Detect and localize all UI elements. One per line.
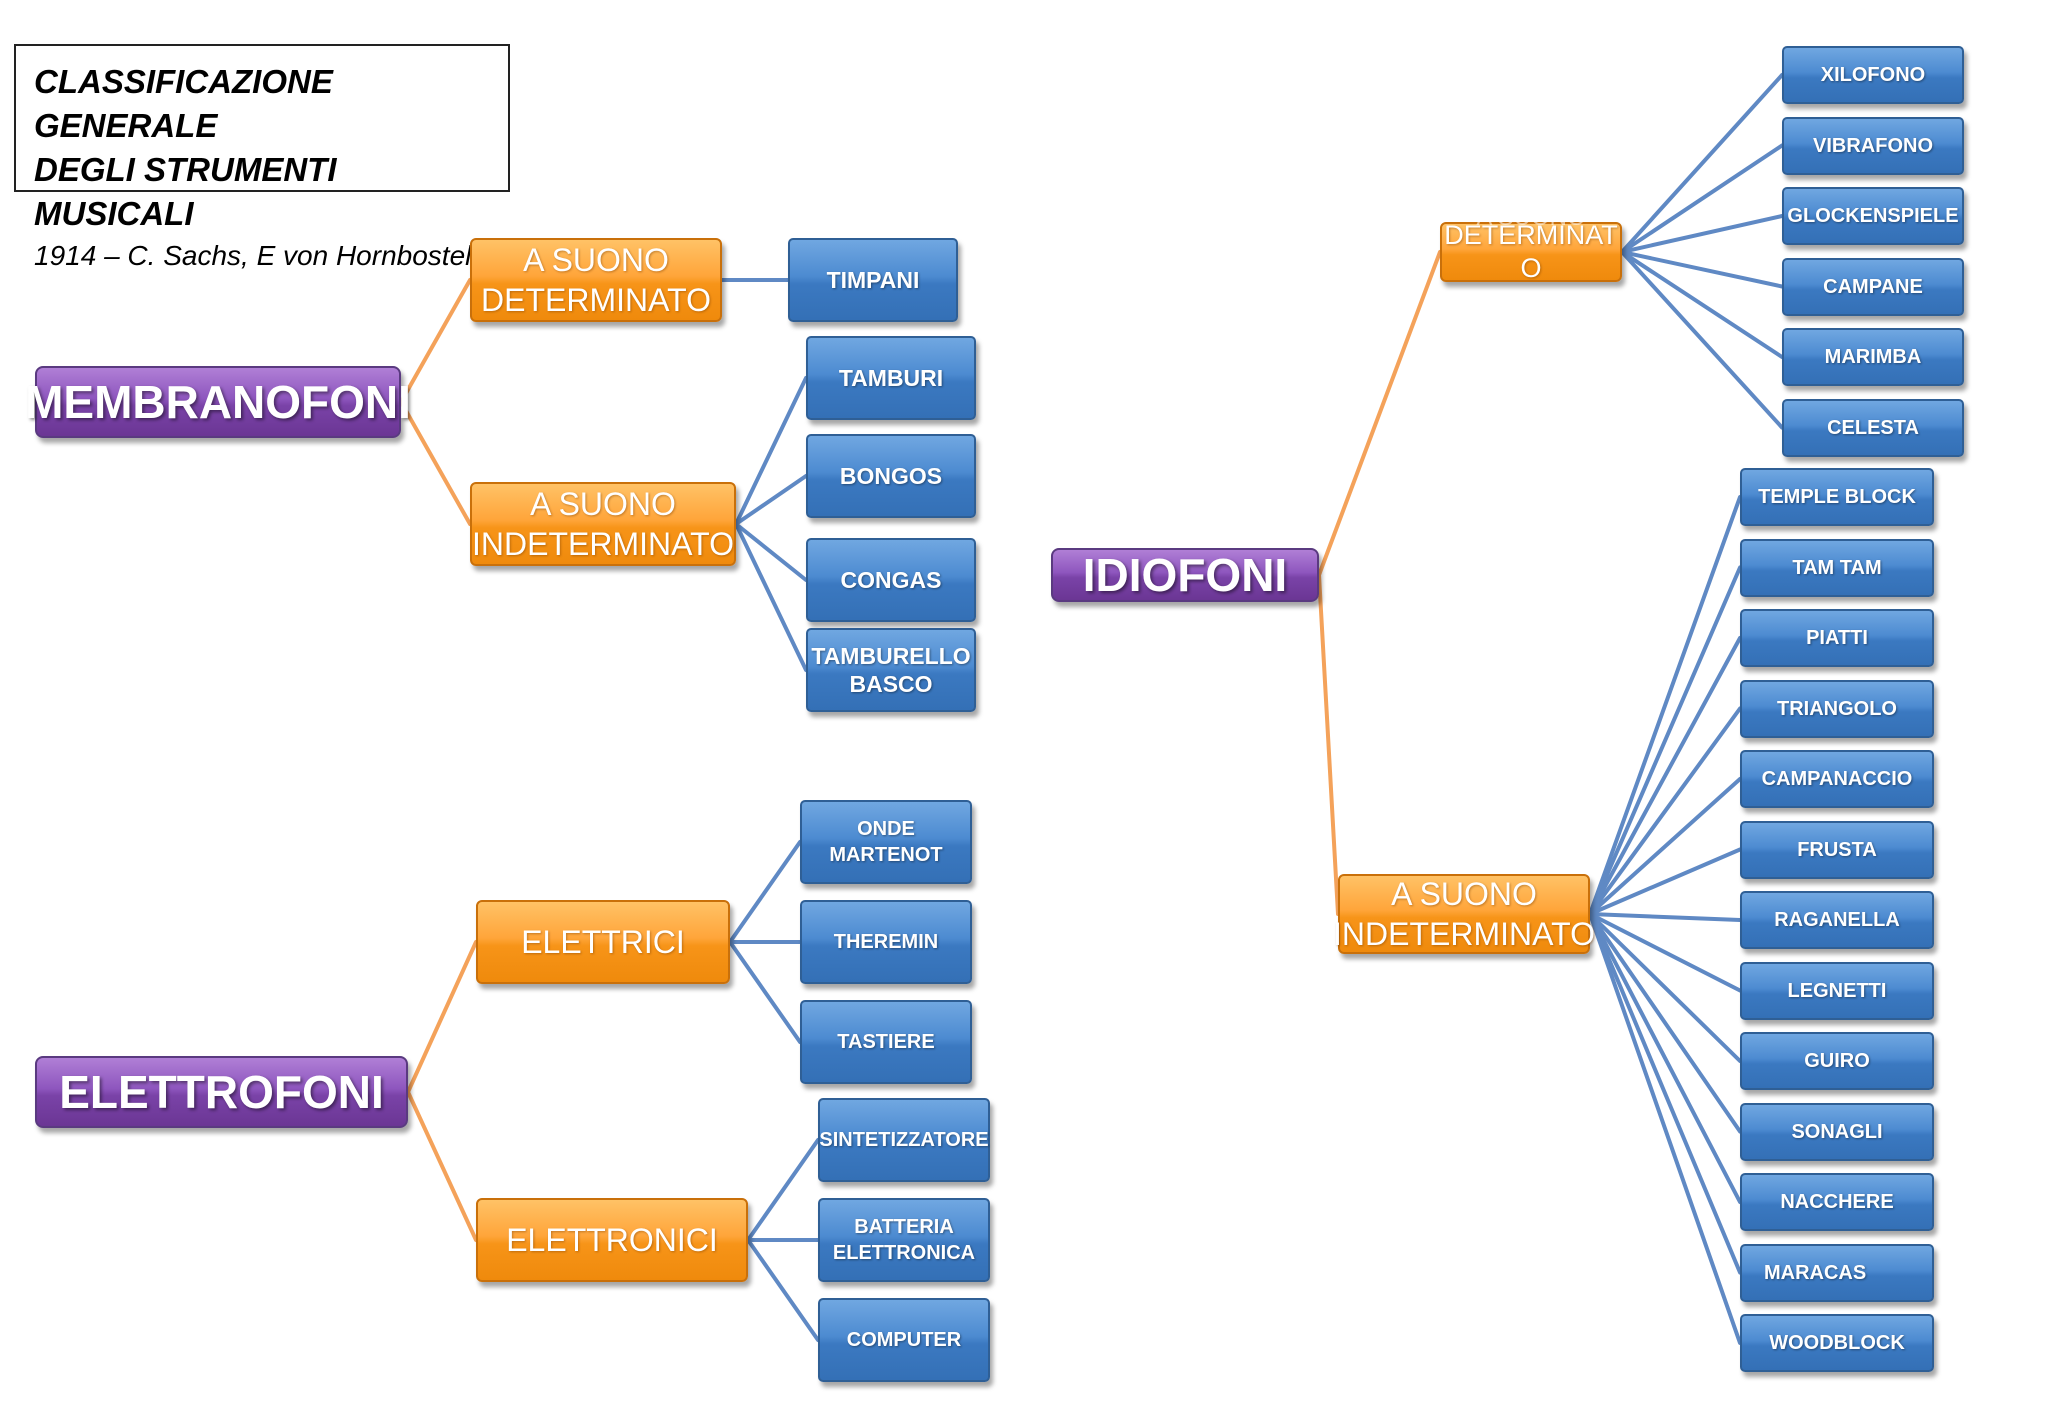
leaf-idiofoni-indeterminato[interactable]: LEGNETTI bbox=[1740, 961, 1934, 1020]
leaf-tamburello-basco[interactable]: TAMBURELLO BASCO bbox=[806, 628, 976, 712]
connector-line bbox=[734, 474, 808, 526]
connector-line bbox=[406, 1090, 478, 1242]
leaf-idiofoni-determinato[interactable]: GLOCKENSPIELE bbox=[1782, 187, 1964, 245]
category-idiofoni-indeterminato[interactable]: A SUONO INDETERMINATO bbox=[1333, 874, 1595, 954]
leaf-bongos[interactable]: BONGOS bbox=[806, 434, 976, 518]
connector-line bbox=[1317, 573, 1340, 916]
connector-line bbox=[1317, 250, 1442, 577]
leaf-idiofoni-determinato[interactable]: VIBRAFONO bbox=[1782, 116, 1964, 175]
leaf-idiofoni-indeterminato[interactable]: TAM TAM bbox=[1740, 538, 1934, 597]
title-box: CLASSIFICAZIONE GENERALE DEGLI STRUMENTI… bbox=[14, 44, 510, 271]
leaf-idiofoni-indeterminato[interactable]: FRUSTA bbox=[1740, 820, 1934, 879]
leaf-idiofoni-determinato[interactable]: XILOFONO bbox=[1782, 46, 1964, 104]
connector-line bbox=[728, 940, 802, 1044]
connector-line bbox=[728, 840, 802, 944]
connector-line bbox=[1588, 565, 1742, 916]
leaf-theremin[interactable]: THEREMIN bbox=[800, 900, 972, 984]
leaf-idiofoni-indeterminato[interactable]: TEMPLE BLOCK bbox=[1740, 468, 1934, 526]
root-membranofoni[interactable]: MEMBRANOFONI bbox=[25, 366, 411, 438]
connector-line bbox=[1588, 912, 1742, 1275]
leaf-tamburi[interactable]: TAMBURI bbox=[806, 336, 976, 420]
leaf-idiofoni-determinato[interactable]: CAMPANE bbox=[1782, 257, 1964, 316]
category-elettronici[interactable]: ELETTRONICI bbox=[476, 1198, 748, 1282]
leaf-idiofoni-indeterminato[interactable]: WOODBLOCK bbox=[1740, 1314, 1934, 1372]
connector-line bbox=[1588, 912, 1742, 993]
leaf-idiofoni-determinato[interactable]: MARIMBA bbox=[1782, 328, 1964, 386]
title-subtitle: 1914 – C. Sachs, E von Hornbostel bbox=[34, 240, 472, 271]
title-line-2: DEGLI STRUMENTI MUSICALI bbox=[34, 151, 337, 232]
leaf-idiofoni-indeterminato[interactable]: PIATTI bbox=[1740, 609, 1934, 667]
connector-line bbox=[1588, 777, 1742, 916]
connector-line bbox=[1588, 706, 1742, 916]
leaf-congas[interactable]: CONGAS bbox=[806, 538, 976, 622]
connector-line bbox=[1588, 912, 1742, 1134]
leaf-tastiere[interactable]: TASTIERE bbox=[800, 1000, 972, 1084]
leaf-idiofoni-indeterminato[interactable]: NACCHERE bbox=[1740, 1173, 1934, 1231]
connector-line bbox=[1588, 847, 1742, 916]
connector-line bbox=[1588, 912, 1742, 1345]
leaf-idiofoni-indeterminato[interactable]: CAMPANACCIO bbox=[1740, 750, 1934, 808]
root-elettrofoni[interactable]: ELETTROFONI bbox=[35, 1056, 408, 1128]
leaf-idiofoni-indeterminato[interactable]: TRIANGOLO bbox=[1740, 679, 1934, 738]
leaf-idiofoni-indeterminato[interactable]: MARACAS bbox=[1740, 1243, 1934, 1302]
connector-line bbox=[1588, 912, 1742, 1063]
connector-line bbox=[746, 1138, 820, 1242]
leaf-idiofoni-determinato[interactable]: CELESTA bbox=[1782, 398, 1964, 457]
category-idiofoni-determinato-overlap: A SUONO bbox=[1476, 204, 1586, 231]
leaf-idiofoni-indeterminato[interactable]: GUIRO bbox=[1740, 1032, 1934, 1090]
root-idiofoni[interactable]: IDIOFONI bbox=[1051, 548, 1319, 602]
connector-line bbox=[1620, 250, 1784, 430]
category-membranofoni-indeterminato[interactable]: A SUONO INDETERMINATO bbox=[470, 482, 736, 566]
category-idiofoni-determinato[interactable]: DETERMINAT O bbox=[1440, 220, 1622, 283]
connector-line bbox=[1588, 636, 1742, 916]
connector-line bbox=[1620, 250, 1784, 289]
connector-line bbox=[1620, 73, 1784, 254]
connector-line bbox=[1588, 912, 1742, 922]
title-line-1: CLASSIFICAZIONE GENERALE bbox=[34, 63, 333, 144]
leaf-batteria-elettronica[interactable]: BATTERIA ELETTRONICA bbox=[818, 1198, 990, 1282]
connector-line bbox=[734, 376, 808, 526]
connector-line bbox=[1620, 250, 1784, 359]
connector-line bbox=[399, 400, 472, 526]
category-elettrici[interactable]: ELETTRICI bbox=[476, 900, 730, 984]
leaf-idiofoni-indeterminato[interactable]: SONAGLI bbox=[1740, 1102, 1934, 1161]
connector-line bbox=[734, 522, 808, 582]
connector-line bbox=[399, 278, 472, 404]
connector-line bbox=[1588, 912, 1742, 1204]
connector-line bbox=[1588, 495, 1742, 916]
connector-line bbox=[1620, 143, 1784, 254]
category-membranofoni-determinato[interactable]: A SUONO DETERMINATO bbox=[470, 238, 722, 322]
connector-line bbox=[746, 1238, 820, 1342]
connector-line bbox=[406, 940, 478, 1094]
leaf-computer[interactable]: COMPUTER bbox=[818, 1298, 990, 1382]
leaf-onde-martenot[interactable]: ONDE MARTENOT bbox=[800, 800, 972, 884]
leaf-timpani[interactable]: TIMPANI bbox=[788, 238, 958, 322]
connector-line bbox=[734, 522, 808, 672]
connector-line bbox=[1620, 214, 1784, 254]
leaf-idiofoni-indeterminato[interactable]: RAGANELLA bbox=[1740, 891, 1934, 949]
leaf-sintetizzatore[interactable]: SINTETIZZATORE bbox=[818, 1098, 990, 1182]
